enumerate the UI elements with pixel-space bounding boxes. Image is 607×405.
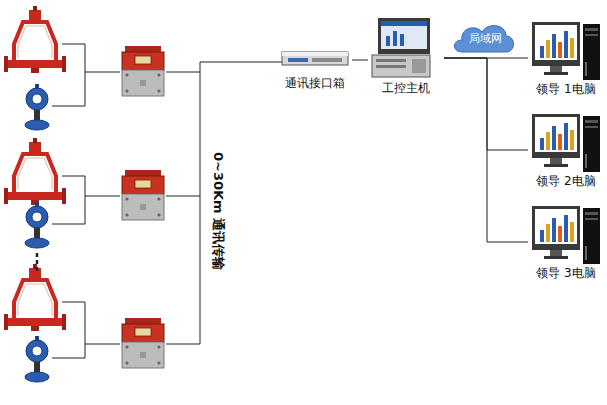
computer-icons-part — [532, 114, 600, 172]
host-icon-part — [381, 21, 427, 49]
node-label: 领导 2电脑 — [528, 174, 604, 188]
network-link — [444, 58, 528, 242]
sensor-group — [4, 6, 164, 382]
sensor-group-part — [25, 336, 49, 382]
field-wire-part — [52, 302, 200, 358]
host-icon — [372, 18, 430, 77]
field-wire-part — [52, 176, 200, 224]
node-label: 领导 3电脑 — [528, 266, 604, 280]
interface-box-icon-part — [312, 58, 342, 62]
field-wire — [37, 44, 282, 358]
sensor-group-part — [25, 202, 49, 248]
field-wire-part — [52, 44, 200, 106]
sensor-group-part — [25, 84, 49, 130]
sensor-group-part — [4, 6, 66, 73]
sensor-group-part — [4, 264, 66, 331]
host-icon-part — [386, 36, 390, 46]
node-label: 领导 1电脑 — [528, 82, 604, 96]
sensor-group-part — [122, 318, 164, 368]
host-icon-part — [378, 18, 430, 54]
field-wire-part — [200, 62, 282, 344]
host-icon-part — [393, 31, 397, 46]
interface-box-icon-part — [282, 52, 348, 56]
field-wire-part — [36, 253, 39, 272]
host-icon-part — [376, 59, 406, 62]
computer-icons — [532, 22, 600, 264]
sensor-group-part — [4, 138, 66, 205]
host-icon-part — [372, 55, 430, 77]
interface-box-icon-part — [282, 52, 348, 65]
host-icon-part — [381, 21, 427, 26]
leader-computer: 领导 2电脑 — [528, 112, 604, 188]
computer-icons-part — [532, 22, 600, 80]
interface-box-icon-part — [288, 58, 308, 62]
sensor-group-part — [122, 170, 164, 220]
interface-box: 通讯接口箱 — [278, 44, 352, 90]
node-label: 工控主机 — [368, 81, 444, 95]
network-link — [444, 58, 528, 150]
transmission-label: 0~30Km 通讯传输 — [211, 150, 226, 272]
leader-computer: 领导 1电脑 — [528, 20, 604, 96]
sensor-group-part — [122, 46, 164, 96]
lan-cloud-node: 局域网 — [455, 24, 515, 54]
node-label: 局域网 — [455, 32, 515, 46]
host-icon-part — [412, 59, 426, 73]
interface-box-icon — [282, 52, 348, 65]
network-link — [352, 60, 368, 61]
host-computer: 工控主机 — [368, 15, 444, 95]
node-label: 通讯接口箱 — [278, 76, 352, 90]
host-icon-part — [376, 65, 406, 68]
host-icon-part — [400, 34, 404, 46]
computer-icons-part — [532, 206, 600, 264]
leader-computer: 领导 3电脑 — [528, 204, 604, 280]
